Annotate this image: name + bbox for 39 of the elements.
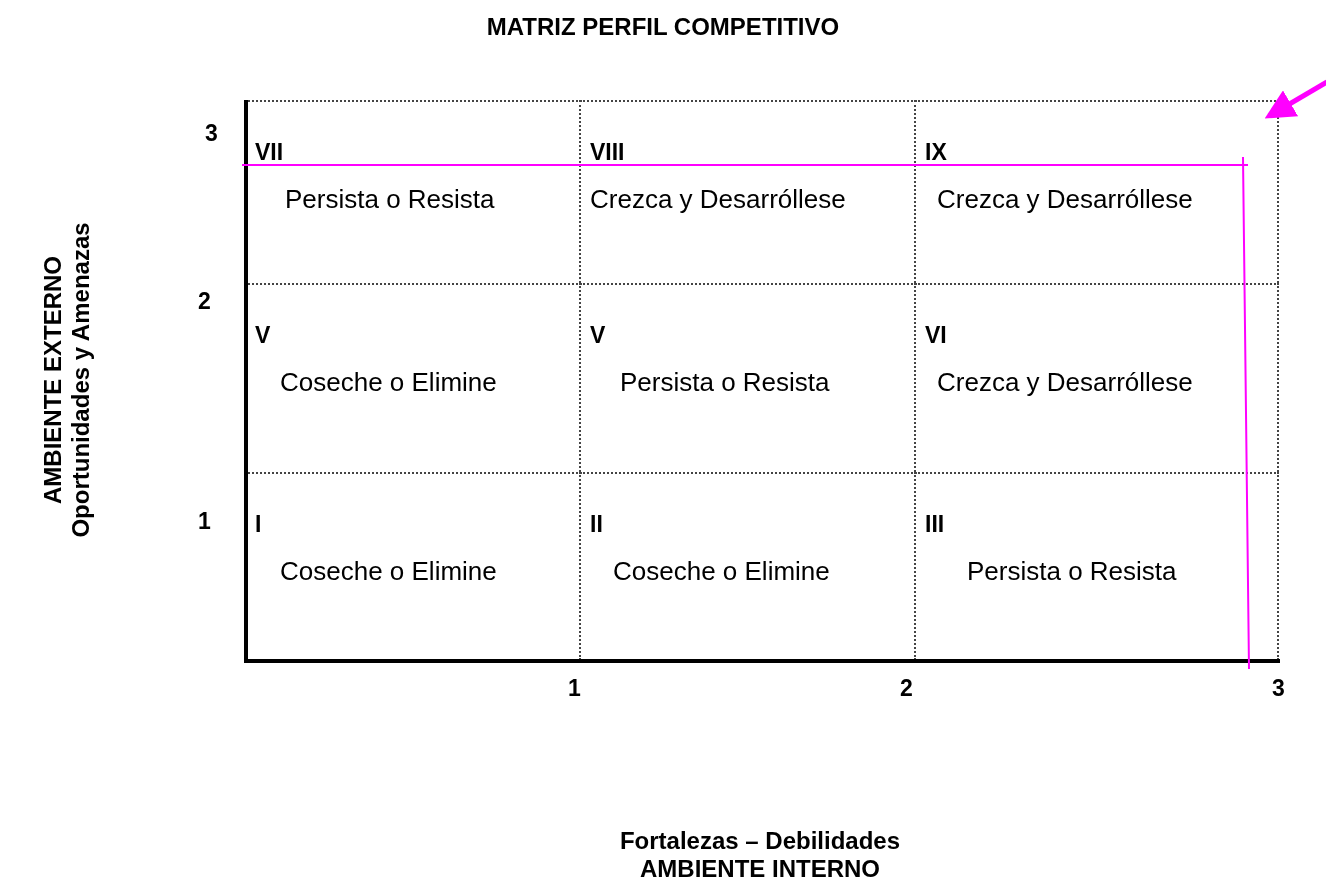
roman-numeral: VI	[925, 323, 947, 347]
matrix-cell	[915, 100, 1279, 283]
chart-title: MATRIZ PERFIL COMPETITIVO	[485, 14, 841, 40]
axis-title: Oportunidades y Amenazas	[68, 222, 94, 538]
matrix-cell	[580, 472, 916, 660]
roman-numeral: I	[255, 512, 262, 536]
roman-numeral: V	[255, 323, 271, 347]
strategy-text: Persista o Resista	[620, 367, 830, 397]
axis-title: AMBIENTE INTERNO	[640, 856, 880, 880]
strategy-text: Persista o Resista	[285, 184, 495, 214]
strategy-text: Coseche o Elimine	[613, 556, 830, 586]
roman-numeral: II	[590, 512, 603, 536]
axis-title: AMBIENTE EXTERNO	[40, 256, 66, 504]
axis-title: Fortalezas – Debilidades	[619, 828, 901, 854]
tick-label: 3	[1272, 675, 1285, 701]
matrix-cell	[915, 472, 1279, 660]
roman-numeral: III	[925, 512, 945, 536]
strategy-text: Coseche o Elimine	[280, 556, 497, 586]
matrix-cell	[580, 283, 916, 472]
roman-numeral: IX	[925, 140, 947, 164]
tick-label: 1	[198, 508, 211, 534]
strategy-text: Crezca y Desarróllese	[937, 184, 1193, 214]
tick-label: 1	[568, 675, 581, 701]
matrix-cell	[580, 100, 916, 283]
matrix-cell	[245, 100, 581, 283]
strategy-text: Crezca y Desarróllese	[590, 184, 846, 214]
tick-label: 2	[198, 288, 211, 314]
roman-numeral: V	[590, 323, 606, 347]
tick-label: 2	[900, 675, 913, 701]
strategy-text: Crezca y Desarróllese	[937, 367, 1193, 397]
matrix-cell	[245, 472, 581, 660]
matrix-cell	[915, 283, 1279, 472]
strategy-text: Coseche o Elimine	[280, 367, 497, 397]
strategy-text: Persista o Resista	[967, 556, 1177, 586]
roman-numeral: VII	[255, 140, 284, 164]
arrow	[1264, 79, 1326, 119]
roman-numeral: VIII	[590, 140, 625, 164]
tick-label: 3	[205, 120, 218, 146]
matrix-cell	[245, 283, 581, 472]
